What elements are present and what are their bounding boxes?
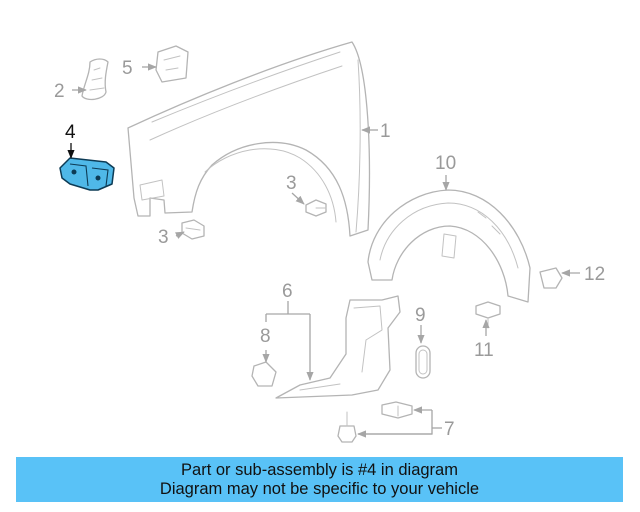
- highlighted-part-4[interactable]: [59, 157, 115, 191]
- callout-2: 2: [54, 81, 65, 102]
- bolt-part-3-lower[interactable]: [181, 219, 205, 240]
- callout-3-lower: 3: [158, 227, 169, 248]
- callout-1: 1: [380, 121, 391, 142]
- callout-3-upper: 3: [286, 173, 297, 194]
- fender-liner-part-10[interactable]: [367, 189, 531, 303]
- callout-8: 8: [260, 326, 271, 347]
- leader-lines: [67, 63, 580, 438]
- bolt-part-7-left[interactable]: [337, 411, 357, 443]
- bolt-part-3-upper[interactable]: [305, 199, 327, 217]
- banner-line-1: Part or sub-assembly is #4 in diagram: [181, 460, 458, 479]
- splash-shield-part-6[interactable]: [275, 295, 401, 399]
- bolt-part-7-right[interactable]: [381, 401, 413, 419]
- info-banner: Part or sub-assembly is #4 in diagram Di…: [16, 457, 623, 502]
- callout-10: 10: [435, 153, 456, 174]
- callout-4: 4: [65, 122, 76, 143]
- nut-part-8[interactable]: [251, 361, 277, 387]
- callout-11: 11: [474, 340, 494, 361]
- grommet-part-2[interactable]: [81, 58, 109, 101]
- clip-part-12[interactable]: [539, 267, 563, 289]
- callout-9: 9: [415, 305, 426, 326]
- banner-line-2: Diagram may not be specific to your vehi…: [159, 479, 480, 498]
- fender-part-1[interactable]: [127, 41, 371, 237]
- seal-part-9[interactable]: [415, 345, 431, 379]
- callout-7: 7: [444, 419, 455, 440]
- callout-12: 12: [584, 264, 605, 285]
- screw-part-11[interactable]: [475, 301, 501, 329]
- bracket-part-5[interactable]: [155, 45, 189, 83]
- callout-6: 6: [282, 281, 293, 302]
- callout-5: 5: [122, 58, 133, 79]
